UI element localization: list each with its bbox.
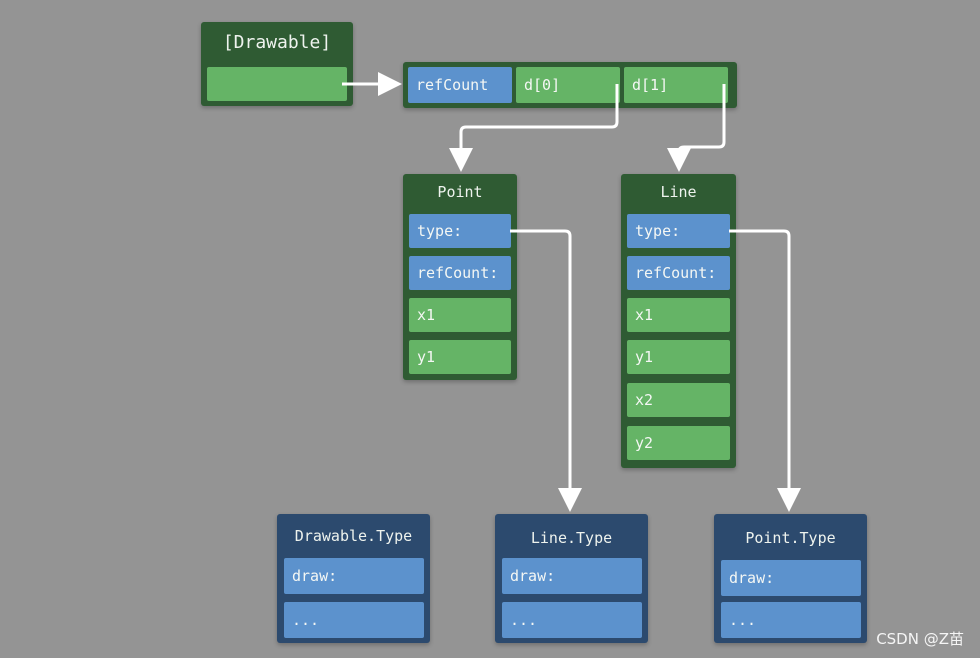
point-type-draw-field: draw: xyxy=(721,560,861,596)
line-y2-field: y2 xyxy=(627,426,730,460)
array-d1-cell: d[1] xyxy=(624,67,728,103)
point-x1-field: x1 xyxy=(409,298,511,332)
array-d0-cell: d[0] xyxy=(516,67,620,103)
drawable-title: [Drawable] xyxy=(222,32,332,53)
line-refcount-field: refCount: xyxy=(627,256,730,290)
line-type-draw-field: draw: xyxy=(502,558,642,594)
line-y1-field: y1 xyxy=(627,340,730,374)
drawable-type-box: Drawable.Type draw: ... xyxy=(277,514,430,643)
drawable-type-draw-field: draw: xyxy=(284,558,424,594)
point-refcount-field: refCount: xyxy=(409,256,511,290)
line-type-box: Line.Type draw: ... xyxy=(495,514,648,643)
line-title: Line xyxy=(660,183,697,201)
point-type-title: Point.Type xyxy=(745,529,836,547)
point-y1-field: y1 xyxy=(409,340,511,374)
point-box: Point type: refCount: x1 y1 xyxy=(403,174,517,380)
line-box: Line type: refCount: x1 y1 x2 y2 xyxy=(621,174,736,468)
line-type-field: type: xyxy=(627,214,730,248)
point-title: Point xyxy=(437,183,483,201)
watermark: CSDN @Z苗 xyxy=(876,630,964,648)
arrow-line-type-to-point-type xyxy=(729,229,801,512)
line-x2-field: x2 xyxy=(627,383,730,417)
drawable-value-cell xyxy=(207,67,347,101)
line-type-title: Line.Type xyxy=(530,529,613,547)
array-refcount-cell: refCount xyxy=(408,67,512,103)
arrow-d0-to-point xyxy=(449,84,619,172)
point-type-ellipsis-field: ... xyxy=(721,602,861,638)
drawable-type-ellipsis-field: ... xyxy=(284,602,424,638)
arrow-d1-to-line xyxy=(667,84,726,172)
line-type-ellipsis-field: ... xyxy=(502,602,642,638)
array-box: refCount d[0] d[1] xyxy=(403,62,737,108)
point-type-field: type: xyxy=(409,214,511,248)
arrow-point-type-to-line-type xyxy=(510,229,582,512)
point-type-box: Point.Type draw: ... xyxy=(714,514,867,643)
drawable-type-title: Drawable.Type xyxy=(294,527,413,545)
drawable-box: [Drawable] xyxy=(201,22,353,106)
line-x1-field: x1 xyxy=(627,298,730,332)
